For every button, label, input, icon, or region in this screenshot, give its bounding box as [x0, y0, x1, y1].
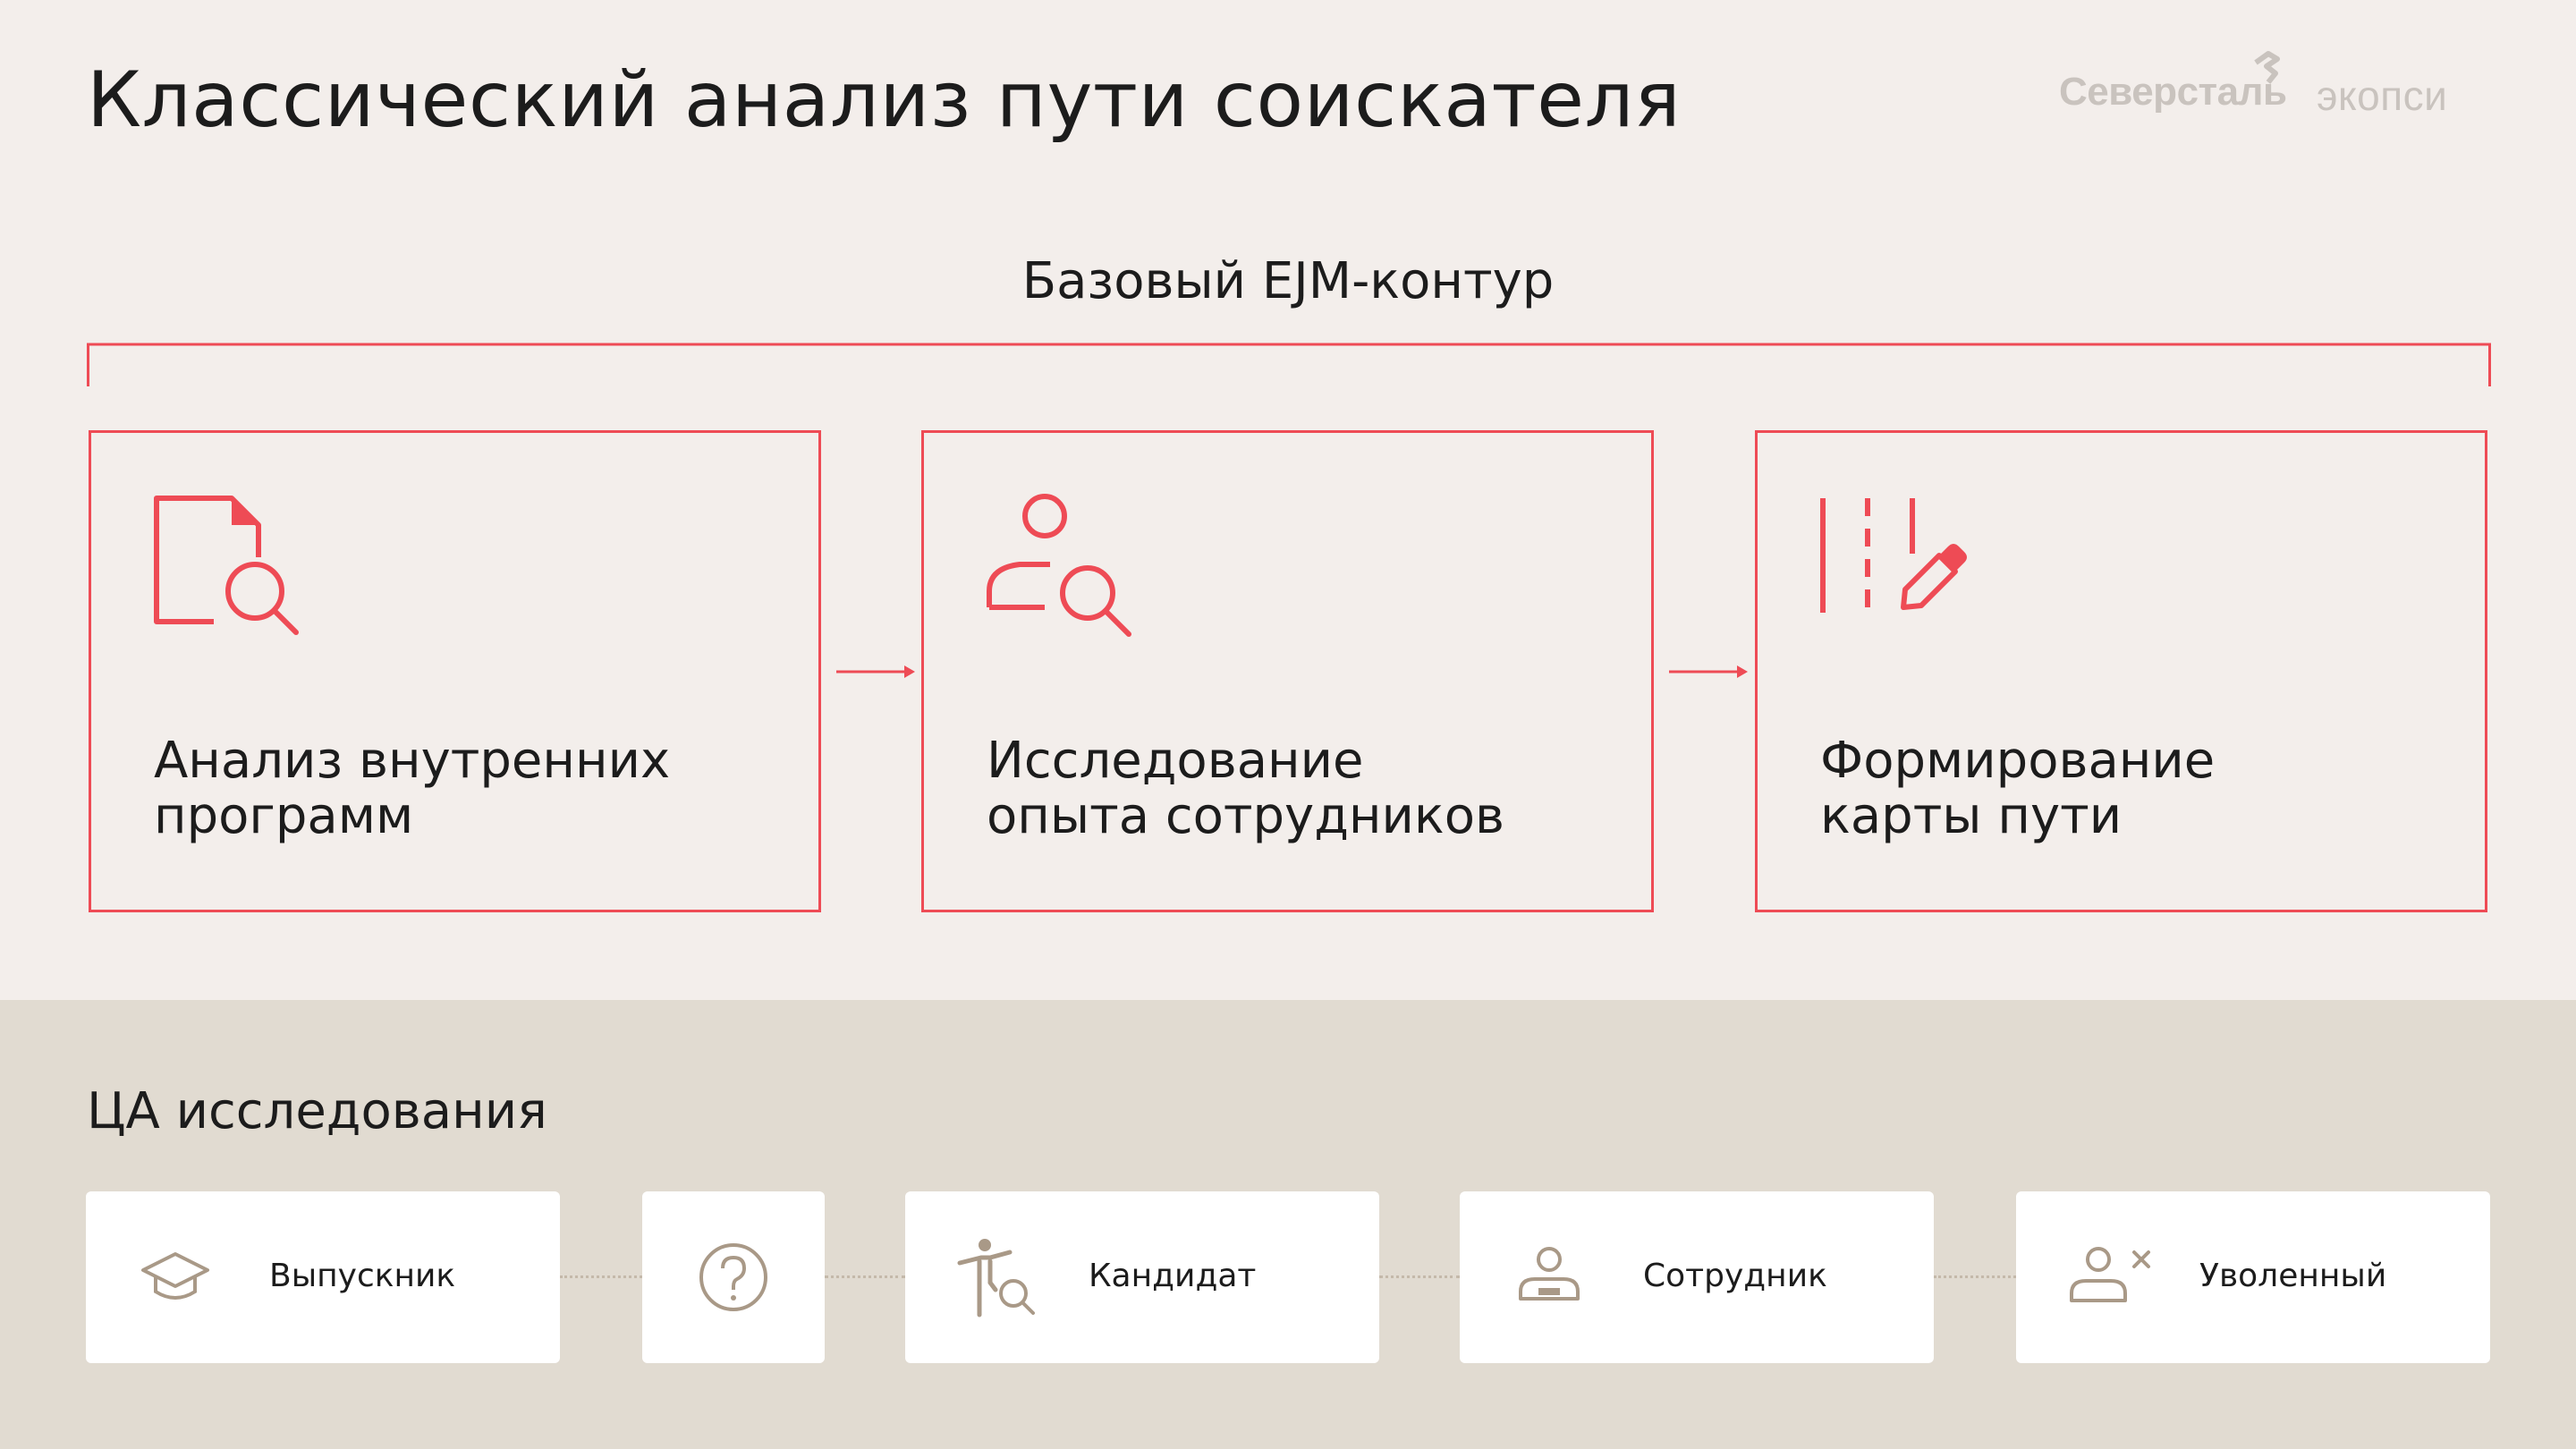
audience-chip-dismissed: Уволенный [2016, 1191, 2490, 1363]
severstal-logo-mark-icon [2254, 51, 2280, 84]
connector [825, 1275, 905, 1278]
stage-card-journey-map: Формирование карты пути [1755, 430, 2487, 912]
top-section [0, 0, 2576, 1000]
audience-label: Уволенный [2199, 1258, 2387, 1294]
arrow-right-icon [836, 665, 915, 678]
person-search-icon [987, 494, 1131, 637]
stage-card-internal-programs: Анализ внутренних программ [89, 430, 821, 912]
audience-label: Выпускник [269, 1258, 456, 1294]
audience-title: ЦА исследования [87, 1082, 547, 1140]
audience-label: Сотрудник [1643, 1258, 1827, 1294]
severstal-logo: Северсталь [2059, 70, 2287, 114]
stage-label: Формирование карты пути [1820, 732, 2216, 845]
ejm-title: Базовый EJM-контур [1021, 252, 1555, 310]
audience-chip-candidate: Кандидат [905, 1191, 1379, 1363]
document-search-icon [154, 496, 299, 635]
dismissed-person-icon [2070, 1247, 2150, 1302]
graduation-cap-icon [141, 1252, 209, 1300]
page-title: Классический анализ пути соискателя [87, 55, 1682, 145]
stage-label: Исследование опыта сотрудников [987, 732, 1505, 845]
map-draw-icon [1820, 498, 1967, 613]
candidate-search-icon [957, 1239, 1035, 1318]
connector [560, 1275, 642, 1278]
ejm-bracket [87, 343, 2491, 386]
ecopsy-logo: экопси [2317, 72, 2448, 119]
connector [1379, 1275, 1460, 1278]
connector [1934, 1275, 2016, 1278]
audience-chip-unknown [642, 1191, 825, 1363]
audience-label: Кандидат [1089, 1258, 1257, 1294]
arrow-right-icon [1669, 665, 1748, 678]
audience-chip-graduate: Выпускник [86, 1191, 560, 1363]
audience-chip-employee: Сотрудник [1460, 1191, 1934, 1363]
question-circle-icon [699, 1243, 767, 1311]
stage-label: Анализ внутренних программ [154, 732, 671, 845]
employee-icon [1519, 1247, 1580, 1301]
stage-card-employee-research: Исследование опыта сотрудников [921, 430, 1654, 912]
